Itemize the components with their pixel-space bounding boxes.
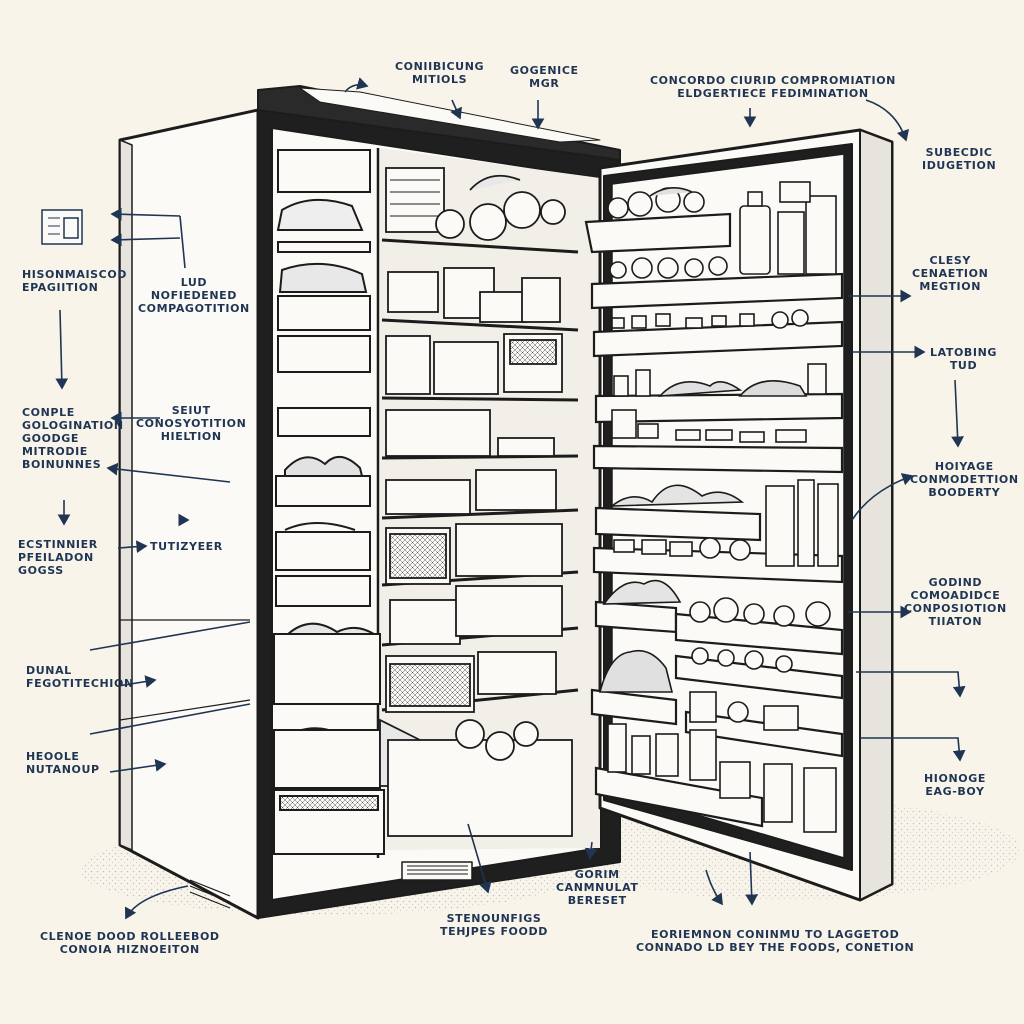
label-bottom-3: GorimCanmnulatBereset xyxy=(556,868,639,907)
label-top-right-2: SubecdicIdugetion xyxy=(922,146,997,172)
label-bottom-1: Clenoe Dood RolleebodConoia Hiznoeiton xyxy=(40,930,220,956)
label-left-8: HeooleNutanoup xyxy=(26,750,100,776)
label-left-2: LudNofiedenedCompagotition xyxy=(138,276,250,315)
label-right-1: ClesyCenaetionMegtion xyxy=(912,254,989,293)
label-bottom-2: StenounfigsTehjpes Foodd xyxy=(440,912,548,938)
label-bottom-4: Eoriemnon Coninmu To LaggetodConnado Ld … xyxy=(636,928,915,954)
shelf-items xyxy=(379,167,573,837)
label-left-6: Tutizyeer xyxy=(150,540,223,553)
label-left-5: EcstinnierPfeiladonGogss xyxy=(18,538,98,577)
label-top-right-1: Concordo Ciurid CompromiationEldgertiece… xyxy=(650,74,896,100)
label-right-2: LatobingTud xyxy=(930,346,998,372)
callout-arrows xyxy=(55,77,966,920)
door-items xyxy=(598,181,839,833)
label-left-3: ConpleGologinationGoodgeMitrodieBoinunne… xyxy=(22,406,124,471)
label-left-1: HisonmaiscodEpagiition xyxy=(22,268,128,294)
label-left-4: SeiutConosyotitionHieltion xyxy=(136,404,247,443)
label-left-7: DunalFegotitechion xyxy=(26,664,134,690)
label-top-left: ConiibicungMitiols xyxy=(395,60,485,86)
label-right-5: HionogeEag-Boy xyxy=(924,772,986,798)
freezer-bins xyxy=(273,149,385,855)
label-top-mid: GogeniceMgr xyxy=(510,64,579,90)
label-right-3: HoiyageConmodettionBooderty xyxy=(910,460,1019,499)
label-right-4: GodindComoadidceConposiotionTiiaton xyxy=(904,576,1007,628)
door-shelves xyxy=(584,212,844,828)
document-icon xyxy=(41,209,83,245)
